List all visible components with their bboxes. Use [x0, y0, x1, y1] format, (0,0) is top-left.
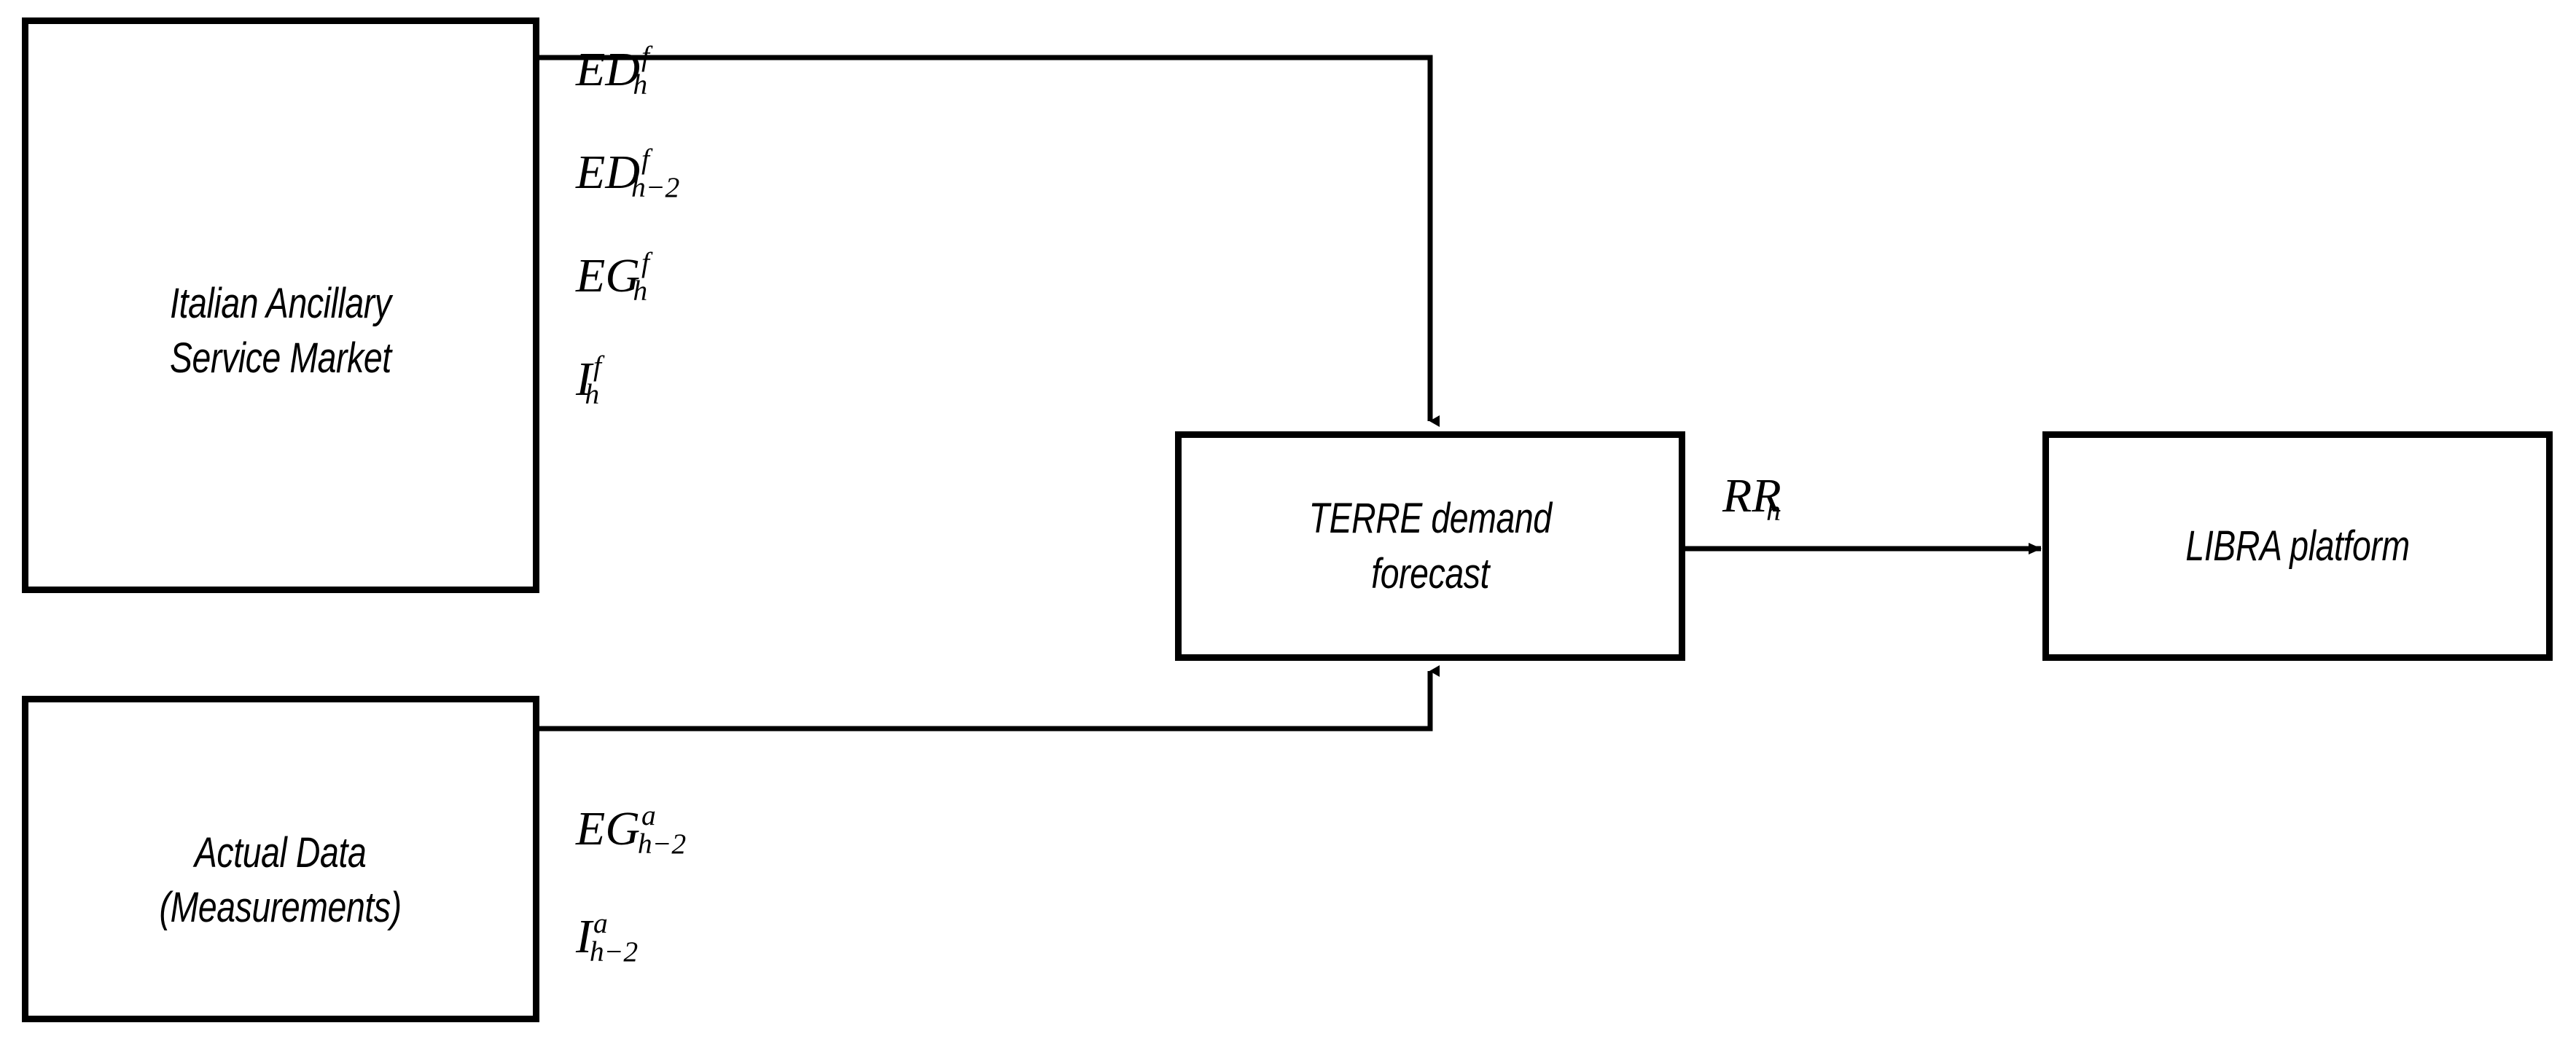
variable-label-ED-h2-f: EDfh−2 — [576, 144, 679, 201]
variable-label-EG-h-f: EGfh — [576, 248, 649, 305]
variable-superscript: a — [641, 799, 656, 832]
variable-subscript: h — [1766, 494, 1781, 527]
variable-base: RR — [1722, 469, 1781, 522]
edge-market-to-forecast — [539, 55, 1440, 427]
variable-superscript: a — [593, 907, 608, 940]
variable-base: EG — [576, 802, 640, 855]
variable-superscript: f — [641, 143, 649, 176]
node-terre-demand-forecast[interactable]: TERRE demand forecast — [1175, 431, 1685, 661]
variable-subscript: h−2 — [589, 935, 639, 968]
variable-superscript: f — [641, 246, 649, 279]
variable-base: EG — [576, 249, 640, 302]
variable-label-I-h2-a: Iah−2 — [576, 909, 638, 965]
node-label-libra-platform: LIBRA platform — [2185, 522, 2410, 570]
variable-label-ED-h-f: EDfh — [576, 42, 649, 98]
variable-label-EG-h2-a: EGah−2 — [576, 801, 686, 858]
variable-subscript: h−2 — [631, 170, 680, 203]
node-label-italian-ancillary-service-market: Italian Ancillary Service Market — [170, 279, 391, 382]
variable-base: ED — [576, 43, 640, 96]
variable-superscript: f — [593, 350, 601, 383]
variable-subscript: h−2 — [637, 827, 687, 860]
node-italian-ancillary-service-market[interactable]: Italian Ancillary Service Market — [22, 17, 539, 593]
variable-base: I — [576, 910, 592, 963]
variable-base: I — [576, 353, 592, 406]
variable-base: ED — [576, 146, 640, 199]
variable-label-I-h-f: Ifh — [576, 351, 601, 408]
variable-label-RR-h: RRh — [1722, 469, 1781, 525]
variable-subscript: h — [633, 274, 648, 307]
node-libra-platform[interactable]: LIBRA platform — [2042, 431, 2553, 661]
edge-actual-to-forecast — [539, 665, 1440, 732]
variable-subscript: h — [633, 68, 648, 101]
variable-subscript: h — [585, 377, 600, 410]
node-actual-data-measurements[interactable]: Actual Data (Measurements) — [22, 696, 539, 1022]
node-label-actual-data-measurements: Actual Data (Measurements) — [159, 828, 402, 931]
node-label-terre-demand-forecast: TERRE demand forecast — [1308, 495, 1552, 597]
variable-superscript: f — [641, 40, 649, 73]
